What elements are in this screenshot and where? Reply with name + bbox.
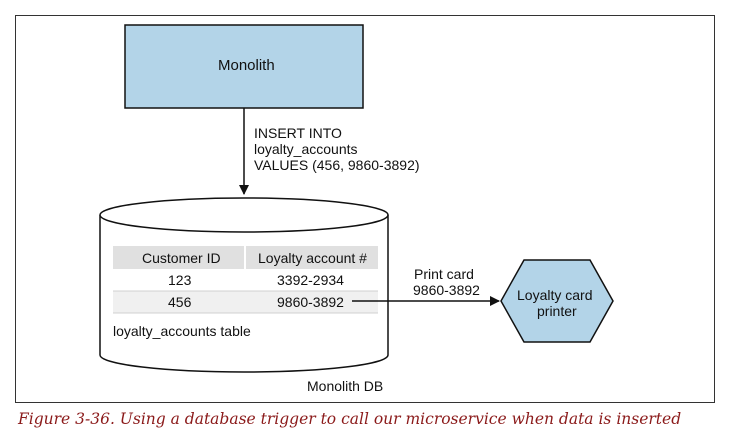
printer-label-line-2: printer: [537, 303, 577, 319]
figure-caption: Figure 3-36. Using a database trigger to…: [18, 410, 682, 428]
printer-label-line-1: Loyalty card: [517, 287, 593, 303]
insert-line-2: loyalty_accounts: [254, 141, 358, 157]
table-cell-row1-customer: 123: [168, 272, 192, 288]
table-cell-row1-account: 3392-2934: [277, 272, 344, 288]
table-cell-row2-customer: 456: [168, 294, 192, 310]
table-cell-row2-account: 9860-3892: [277, 294, 344, 310]
monolith-label: Monolith: [218, 57, 275, 74]
printer-hexagon: [500, 259, 614, 343]
table-row-bg: [113, 291, 378, 313]
database-label: Monolith DB: [307, 378, 384, 394]
database-cylinder-top: [99, 197, 389, 233]
table-header-loyalty-account: Loyalty account #: [258, 250, 367, 266]
insert-line-1: INSERT INTO: [254, 125, 342, 141]
insert-line-3: VALUES (456, 9860-3892): [254, 157, 420, 173]
print-card-line-1: Print card: [414, 266, 474, 282]
print-card-line-2: 9860-3892: [413, 282, 480, 298]
table-caption: loyalty_accounts table: [113, 323, 251, 339]
table-header-customer-id: Customer ID: [142, 250, 221, 266]
figure-frame: [15, 15, 715, 403]
